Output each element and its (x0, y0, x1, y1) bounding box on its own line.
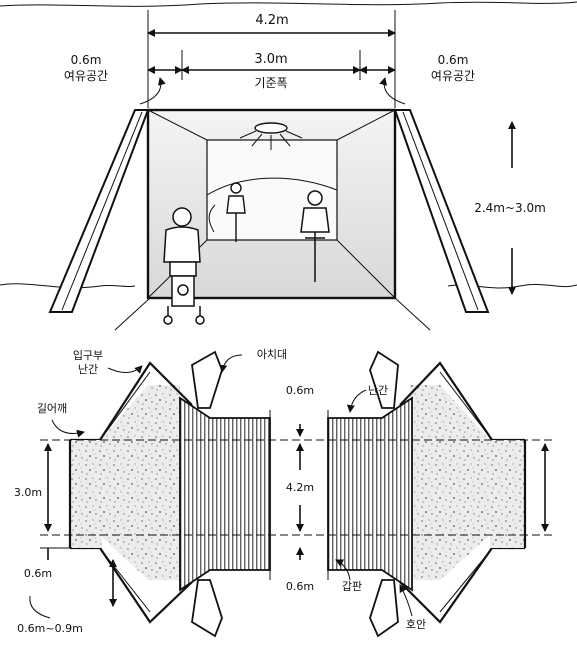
bottom-offset-label: 0.6m (286, 580, 314, 593)
ground-surface (0, 1, 577, 7)
right-margin-caption: 여유공간 (431, 69, 475, 83)
revetment-label: 호안 (406, 618, 426, 631)
top-offset-label: 0.6m (286, 384, 314, 397)
shoulder-label: 길어깨 (37, 402, 67, 415)
right-margin-value: 0.6m (438, 53, 469, 67)
left-end-block (70, 440, 102, 548)
right-margin-pointer (379, 77, 406, 105)
elevation-view: 4.2m 3.0m 기준폭 0.6m 여유공간 0.6m 여유공간 2.4m~3… (0, 1, 577, 331)
right-wing-inner (402, 111, 479, 311)
right-arch-block-bottom (369, 579, 399, 638)
left-wing-wall (48, 109, 150, 313)
cyclist-near-icon (300, 190, 330, 282)
railing-label: 난간 (368, 384, 388, 397)
road-edge-right (394, 297, 431, 331)
height-label: 2.4m~3.0m (474, 201, 546, 215)
arch-label: 아치대 (257, 348, 287, 361)
ground-line-left (0, 283, 136, 289)
standard-width-caption: 기준폭 (254, 76, 287, 90)
pedestrian-stroller-icon (163, 207, 205, 325)
right-end-block (490, 440, 525, 548)
shoulder-pointer (51, 419, 85, 438)
left-arch-block-top (191, 350, 223, 409)
entrance-railing-pointer (107, 365, 143, 374)
arch-pointer (219, 354, 243, 373)
left-margin-caption: 여유공간 (64, 69, 108, 83)
center-width-label: 4.2m (286, 481, 314, 494)
dim-total-width-label: 4.2m (255, 13, 288, 28)
left-width-label: 3.0m (14, 486, 42, 499)
right-wing-wall (393, 109, 490, 313)
right-deck (327, 396, 413, 592)
deck-label: 갑판 (342, 580, 362, 593)
entrance-railing-label-2: 난간 (78, 363, 98, 376)
railing-pointer (346, 389, 367, 413)
right-arch-block-top (369, 350, 399, 409)
deck-pointer (335, 559, 351, 581)
revetment-pointer (399, 584, 413, 617)
left-wing-inner (61, 111, 143, 311)
left-arch-block-bottom (191, 579, 223, 638)
plan-view: 3.0m 0.6m 0.6m 4.2m 0.6m 0.6m~0.9m 입구부 난… (14, 348, 555, 638)
road-edge-left (114, 297, 151, 331)
left-deck (179, 396, 271, 592)
entrance-railing-label-1: 입구부 (73, 349, 103, 362)
left-margin-value: 0.6m (71, 53, 102, 67)
ceiling-light-icon (239, 122, 303, 150)
cyclist-far-icon (226, 182, 246, 242)
left-margin-plan-label: 0.6m (24, 567, 52, 580)
left-margin-pointer (139, 77, 166, 105)
bank-height-label: 0.6m~0.9m (17, 622, 83, 635)
dim-standard-width-label: 3.0m (254, 52, 287, 67)
